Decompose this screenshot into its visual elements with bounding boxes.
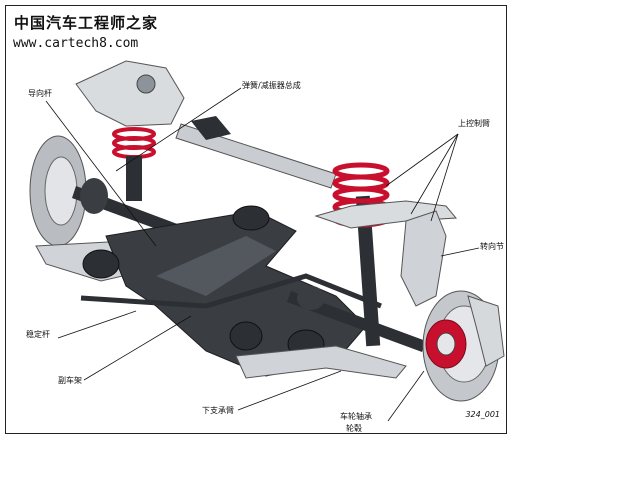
right-upper-control-arm [314, 200, 458, 229]
label-spring-damper: 弹簧/减振器总成 [242, 81, 301, 90]
figure-code: 324_001 [465, 410, 500, 419]
label-lower-control-arm: 下支承臂 [202, 406, 234, 415]
label-tie-rod: 导向杆 [28, 89, 52, 98]
suspension-illustration [29, 60, 505, 402]
stabilizer-bar [80, 273, 382, 309]
leader-lines [45, 87, 480, 422]
brake-caliper [467, 295, 505, 367]
subframe-mount-left [82, 249, 120, 279]
steering-knuckle [400, 210, 447, 307]
label-steering-knuckle: 转向节 [480, 242, 504, 251]
subframe-mount-rear [232, 205, 270, 231]
right-drive-shaft [287, 291, 426, 352]
label-subframe: 副车架 [58, 376, 82, 385]
steering-rack [175, 123, 337, 189]
right-lower-control-arm [235, 345, 407, 379]
wheel-hub-assembly [425, 319, 467, 369]
label-wheel-hub: 轮毂 [346, 424, 362, 433]
watermark-url: www.cartech8.com [13, 36, 139, 51]
diagram-frame: 中国汽车工程师之家 www.cartech8.com 导向杆 弹簧/减振器总成 … [5, 5, 507, 434]
subframe-mount-front-left [229, 321, 263, 351]
left-strut-top-mount [75, 60, 185, 127]
label-wheel-bearing: 车轮轴承 [340, 412, 372, 421]
right-damper [355, 195, 381, 347]
watermark-title: 中国汽车工程师之家 [14, 14, 159, 32]
label-stabilizer-bar: 稳定杆 [26, 330, 50, 339]
label-upper-control-arm: 上控制臂 [458, 119, 490, 128]
